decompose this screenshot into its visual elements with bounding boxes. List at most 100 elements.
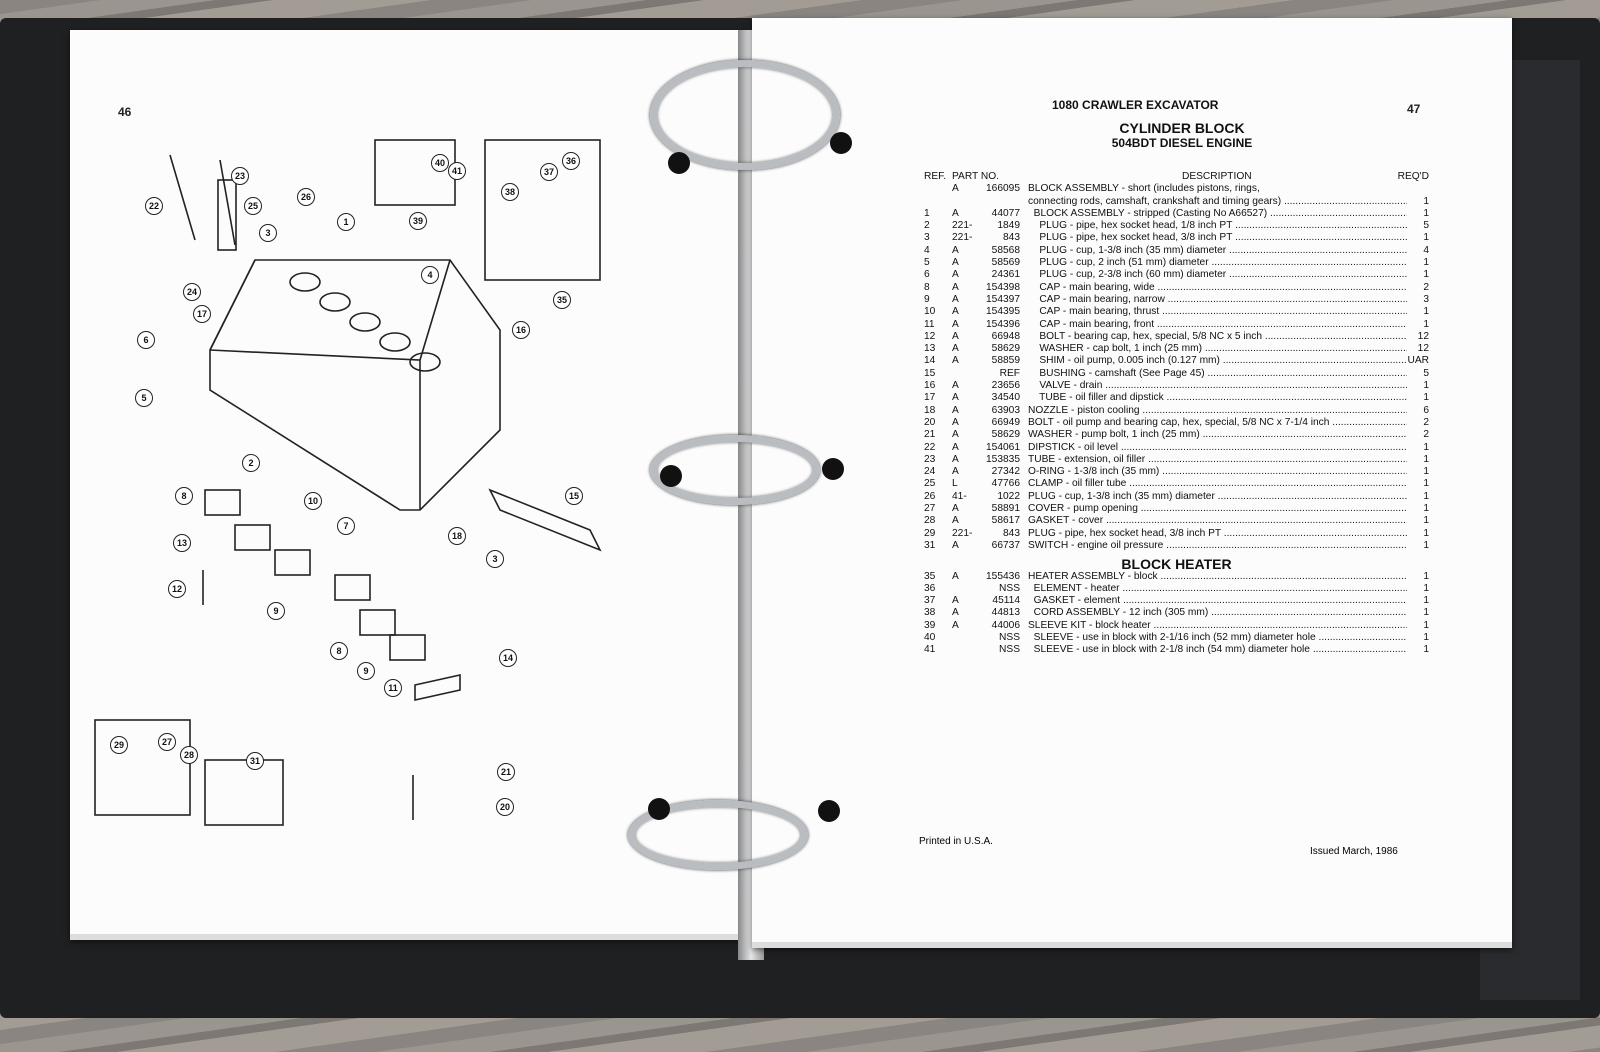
right-page: 1080 CRAWLER EXCAVATOR 47 CYLINDER BLOCK… (752, 18, 1512, 948)
cell-qty: 1 (1423, 269, 1429, 281)
cell-ref (924, 183, 952, 195)
cell-pre: A (952, 257, 959, 269)
cell-qty: 1 (1423, 527, 1429, 539)
cell-pre: A (952, 416, 959, 428)
callout-number: 29 (110, 736, 128, 754)
cell-qty: 1 (1423, 318, 1429, 330)
cell-qty: 1 (1423, 257, 1429, 269)
cell-desc: BOLT - bearing cap, hex, special, 5/8 NC… (1028, 331, 1407, 343)
cell-desc: ELEMENT - heater (1028, 583, 1407, 595)
cell-qty: 1 (1423, 619, 1429, 631)
cell-ref: 28 (924, 515, 936, 527)
punch-hole (822, 458, 844, 480)
cell-pre: A (952, 343, 959, 355)
callout-number: 24 (183, 283, 201, 301)
callout-number: 16 (512, 321, 530, 339)
binder-ring-bottom (628, 800, 808, 870)
cell-pre (952, 583, 982, 595)
cell-desc: PLUG - pipe, hex socket head, 1/8 inch P… (1028, 220, 1407, 232)
cell-pre: A (952, 453, 959, 465)
cell-desc: CAP - main bearing, front (1028, 319, 1407, 331)
cell-pre: A (952, 380, 959, 392)
cell-desc: PLUG - pipe, hex socket head, 3/8 inch P… (1028, 232, 1407, 244)
cell-ref: 2 (924, 220, 930, 232)
cell-no: 58568 (991, 244, 1020, 256)
cell-pre: 221- (952, 232, 973, 244)
cell-pre: A (952, 293, 959, 305)
cell-pre (952, 644, 982, 656)
cell-no: NSS (999, 631, 1020, 643)
cell-desc: CAP - main bearing, wide (1028, 282, 1407, 294)
callout-number: 3 (259, 224, 277, 242)
cell-pre: A (952, 269, 959, 281)
cell-pre: A (952, 466, 959, 478)
cell-qty: 1 (1423, 582, 1429, 594)
cell-no: REF (999, 367, 1020, 379)
cell-ref: 15 (924, 367, 936, 379)
cell-pre: A (952, 619, 959, 631)
cell-no: 153835 (986, 453, 1020, 465)
cell-ref: 10 (924, 306, 936, 318)
printed-in: Printed in U.S.A. (919, 836, 993, 847)
cell-qty: 1 (1423, 207, 1429, 219)
block-heater-title: BLOCK HEATER (1121, 556, 1232, 573)
cell-no: NSS (999, 582, 1020, 594)
cell-ref: 26 (924, 490, 936, 502)
cell-desc: TUBE - oil filler and dipstick (1028, 392, 1407, 404)
cell-desc: SLEEVE - use in block with 2-1/8 inch (5… (1028, 644, 1407, 656)
callout-number: 4 (421, 266, 439, 284)
cell-qty: 1 (1423, 570, 1429, 582)
cell-pre: A (952, 207, 959, 219)
cell-desc: NOZZLE - piston cooling (1028, 405, 1407, 417)
cell-qty: 1 (1423, 453, 1429, 465)
cell-no: 58859 (991, 355, 1020, 367)
cell-qty: 1 (1423, 490, 1429, 502)
cell-ref: 4 (924, 244, 930, 256)
cell-ref: 17 (924, 392, 936, 404)
punch-hole (818, 800, 840, 822)
cell-desc: VALVE - drain (1028, 380, 1407, 392)
callout-number: 17 (193, 305, 211, 323)
callout-number: 9 (267, 602, 285, 620)
cell-ref: 36 (924, 582, 936, 594)
cell-pre (952, 632, 982, 644)
cell-pre: L (952, 478, 958, 490)
table-header: REF. PART NO. DESCRIPTION REQ'D (924, 171, 1429, 182)
cell-no: 24361 (991, 269, 1020, 281)
table-row: connecting rods, camshaft, crankshaft an… (924, 196, 1429, 208)
callout-number: 13 (173, 534, 191, 552)
cell-qty: 1 (1423, 195, 1429, 207)
callout-number: 10 (304, 492, 322, 510)
cell-no: 154396 (986, 318, 1020, 330)
callout-number: 21 (497, 763, 515, 781)
cell-no: 1022 (997, 490, 1020, 502)
cell-ref: 6 (924, 269, 930, 281)
cell-qty: 3 (1423, 293, 1429, 305)
cell-no: 23656 (991, 380, 1020, 392)
cell-pre: A (952, 607, 959, 619)
callout-number: 15 (565, 487, 583, 505)
cell-no: 47766 (991, 478, 1020, 490)
callout-number: 6 (137, 331, 155, 349)
cell-no: 154395 (986, 306, 1020, 318)
cell-no: 1849 (997, 220, 1020, 232)
cell-qty: 1 (1423, 515, 1429, 527)
cell-desc: GASKET - cover (1028, 515, 1407, 527)
page-number: 46 (118, 105, 132, 119)
cell-no: 166095 (986, 183, 1020, 195)
cell-pre: A (952, 318, 959, 330)
cell-qty: 1 (1423, 595, 1429, 607)
cell-desc: BLOCK ASSEMBLY - short (includes pistons… (1028, 183, 1260, 195)
cell-qty: 1 (1423, 466, 1429, 478)
